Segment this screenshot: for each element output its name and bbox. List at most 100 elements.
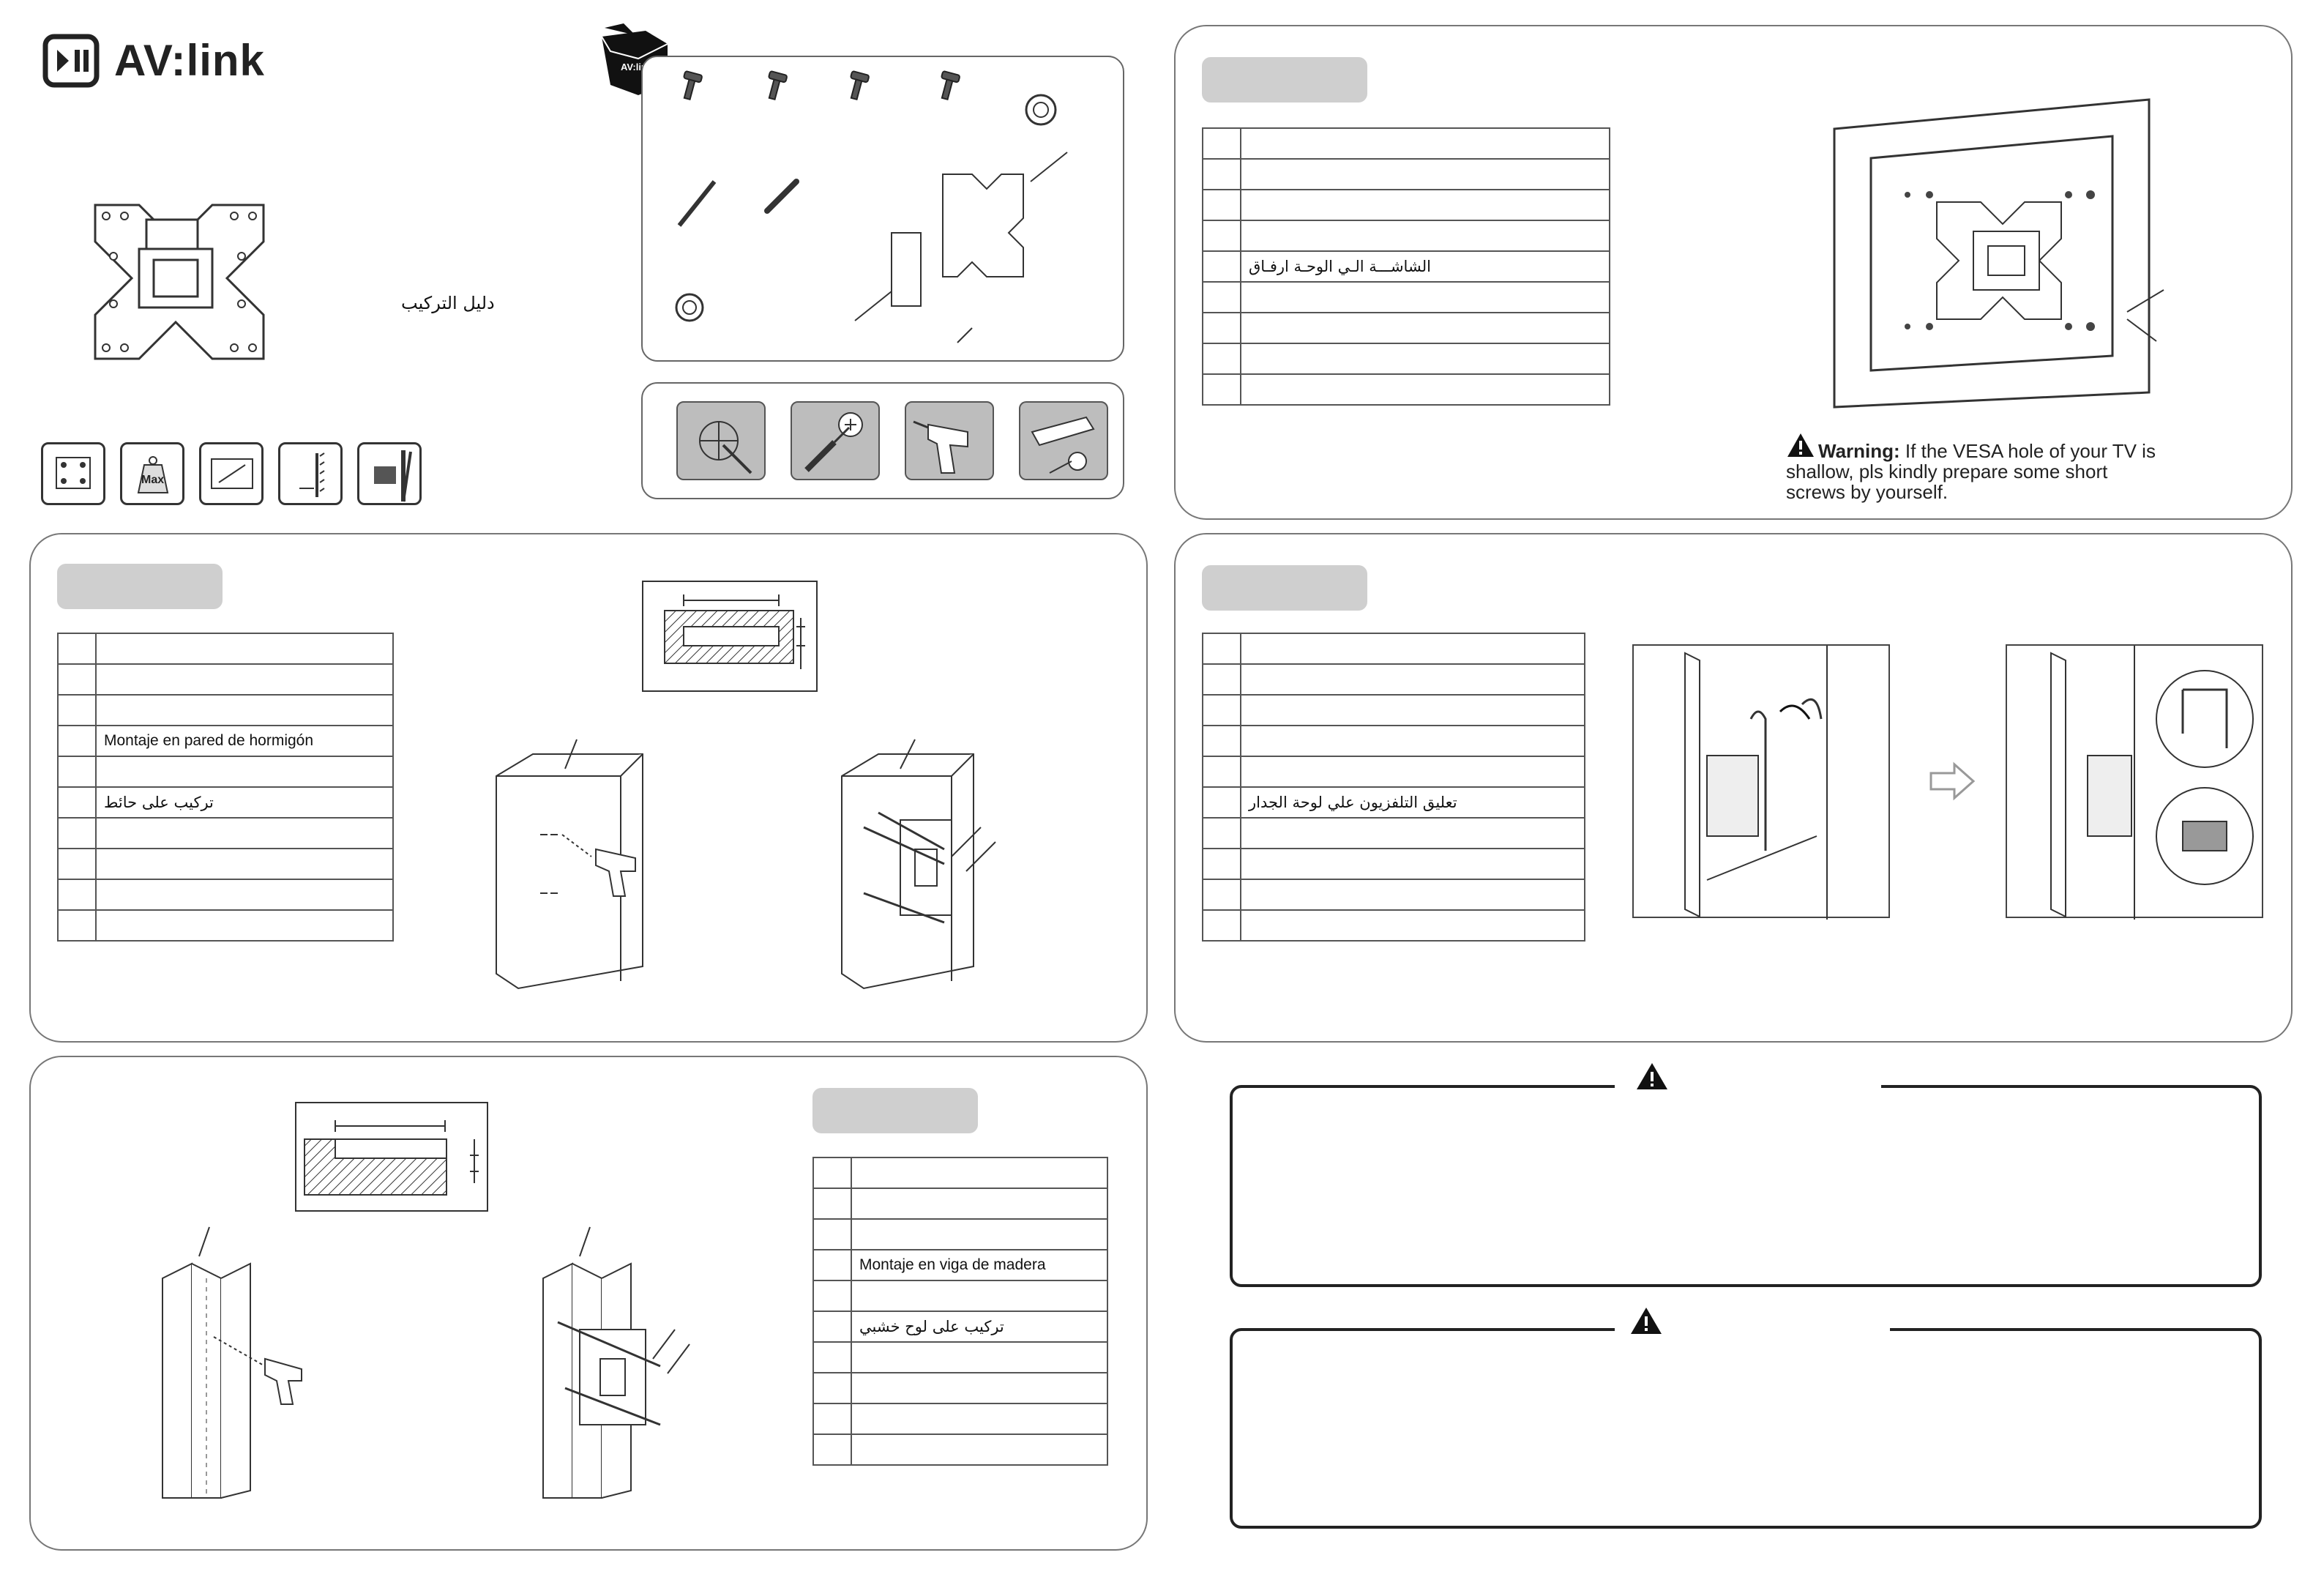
step-number-cell bbox=[57, 694, 97, 726]
table-row bbox=[1202, 879, 1585, 911]
step-text-cell bbox=[851, 1341, 1108, 1373]
step-text-cell: تركيب على لوح خشبي bbox=[851, 1311, 1108, 1343]
step-number-cell bbox=[812, 1403, 852, 1435]
step-number-cell bbox=[1202, 694, 1241, 726]
step-hang-table: تعليق التلفزيون علي لوحة الجدار bbox=[1202, 633, 1585, 942]
step-concrete-panel: Montaje en pared de hormigón تركيب على حا… bbox=[29, 533, 1148, 1043]
table-row bbox=[812, 1403, 1108, 1435]
step-number-cell bbox=[1202, 189, 1241, 221]
table-row bbox=[1202, 220, 1610, 252]
step-number-cell bbox=[57, 756, 97, 788]
step-tv-header-tag bbox=[1202, 57, 1367, 102]
hardware-panel bbox=[641, 56, 1124, 362]
step-text-cell bbox=[1240, 879, 1585, 911]
table-row bbox=[1202, 909, 1585, 942]
pencil-mark-icon bbox=[676, 401, 766, 480]
table-row: Montaje en viga de madera bbox=[812, 1249, 1108, 1281]
step-number-cell bbox=[812, 1157, 852, 1189]
step-text-cell bbox=[95, 756, 394, 788]
table-row bbox=[1202, 694, 1585, 726]
concrete-drilling-illustration bbox=[496, 739, 643, 990]
level-tape-icon bbox=[1019, 401, 1108, 480]
warning-box-2-title-gap bbox=[1615, 1318, 1890, 1340]
step-text-cell bbox=[1240, 663, 1585, 696]
screen-size-icon bbox=[199, 442, 264, 505]
step-text-cell bbox=[1240, 909, 1585, 942]
step-wood-header-tag bbox=[812, 1088, 978, 1133]
table-row bbox=[812, 1218, 1108, 1250]
step-text-cell bbox=[851, 1157, 1108, 1189]
cover-title: دليل التركيب bbox=[401, 293, 495, 313]
step-number-cell bbox=[57, 633, 97, 665]
step-number-cell bbox=[57, 663, 97, 696]
table-row bbox=[1202, 158, 1610, 190]
step-text-cell bbox=[851, 1434, 1108, 1466]
step-number-cell bbox=[1202, 250, 1241, 283]
step-text-cell bbox=[95, 848, 394, 880]
brand-logo: AV:link bbox=[42, 32, 291, 91]
tools-panel bbox=[641, 382, 1124, 499]
bracket-illustration bbox=[94, 204, 265, 360]
step-text-cell bbox=[1240, 189, 1610, 221]
table-row bbox=[57, 756, 394, 788]
table-row bbox=[812, 1434, 1108, 1466]
step-number-cell bbox=[812, 1341, 852, 1373]
step-number-cell bbox=[1202, 817, 1241, 849]
step-number-cell bbox=[812, 1218, 852, 1250]
wood-drill-depth-diagram bbox=[295, 1102, 488, 1212]
table-row: تركيب على حائط bbox=[57, 786, 394, 819]
wood-drilling-illustration bbox=[162, 1226, 302, 1499]
table-row bbox=[1202, 848, 1585, 880]
table-row bbox=[57, 694, 394, 726]
step-number-cell bbox=[1202, 158, 1241, 190]
step-text-cell bbox=[1240, 343, 1610, 375]
tv-back-illustration bbox=[1833, 98, 2164, 409]
step-text-cell bbox=[95, 633, 394, 665]
warning-box-1 bbox=[1230, 1085, 2262, 1287]
step-text-cell: Montaje en viga de madera bbox=[851, 1249, 1108, 1281]
table-row bbox=[1202, 663, 1585, 696]
step-text-cell bbox=[1240, 725, 1585, 757]
step-number-cell bbox=[57, 817, 97, 849]
table-row bbox=[57, 909, 394, 942]
step-text-cell: Montaje en pared de hormigón bbox=[95, 725, 394, 757]
step-number-cell bbox=[1202, 281, 1241, 313]
tv-warning-body: If the VESA hole of your TV is shallow, … bbox=[1786, 440, 2156, 503]
step-number-cell bbox=[57, 879, 97, 911]
step-text-cell bbox=[95, 879, 394, 911]
step-wood-table: Montaje en viga de madera تركيب على لوح خ… bbox=[812, 1157, 1108, 1466]
step-number-cell bbox=[1202, 725, 1241, 757]
tilt-icon bbox=[357, 442, 422, 505]
drill-icon bbox=[905, 401, 994, 480]
arrow-right-icon bbox=[1929, 761, 1976, 801]
warning-triangle-icon bbox=[1787, 433, 1814, 457]
step-text-cell bbox=[1240, 220, 1610, 252]
table-row bbox=[1202, 725, 1585, 757]
step-text-cell bbox=[1240, 158, 1610, 190]
table-row: Montaje en pared de hormigón bbox=[57, 725, 394, 757]
step-number-cell bbox=[1202, 373, 1241, 406]
table-row bbox=[1202, 127, 1610, 160]
step-concrete-header-tag bbox=[57, 564, 223, 609]
step-text-cell bbox=[95, 694, 394, 726]
warning-triangle-icon bbox=[1637, 1063, 1667, 1089]
table-row bbox=[57, 848, 394, 880]
concrete-plate-illustration bbox=[841, 739, 996, 990]
table-row bbox=[812, 1280, 1108, 1312]
table-row bbox=[1202, 312, 1610, 344]
step-number-cell bbox=[1202, 663, 1241, 696]
step-text-cell bbox=[1240, 694, 1585, 726]
step-wood-panel: Montaje en viga de madera تركيب على لوح خ… bbox=[29, 1056, 1148, 1551]
step-number-cell bbox=[1202, 220, 1241, 252]
step-number-cell bbox=[812, 1311, 852, 1343]
brand-name: AV:link bbox=[114, 36, 265, 85]
step-number-cell bbox=[1202, 127, 1241, 160]
max-load-label: Max bbox=[141, 474, 165, 486]
step-number-cell bbox=[1202, 848, 1241, 880]
table-row bbox=[812, 1157, 1108, 1189]
step-number-cell bbox=[57, 725, 97, 757]
step-hang-header-tag bbox=[1202, 565, 1367, 611]
step-text-cell bbox=[95, 817, 394, 849]
step-text-cell bbox=[95, 909, 394, 942]
step-number-cell bbox=[1202, 312, 1241, 344]
